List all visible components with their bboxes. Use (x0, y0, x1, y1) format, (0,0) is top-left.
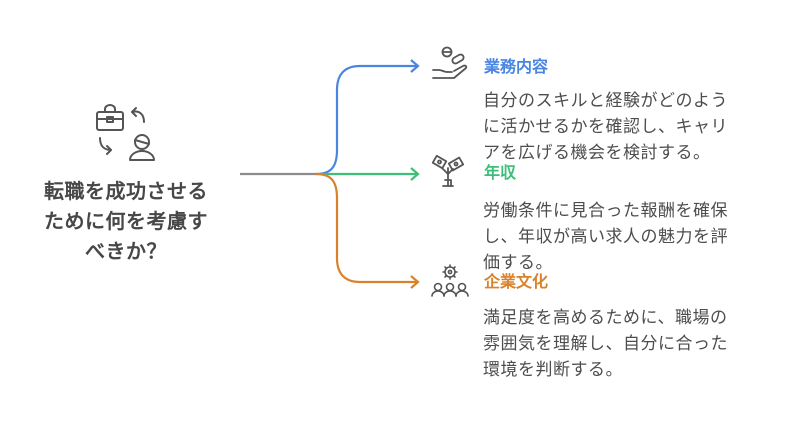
branch-desc-salary: 労働条件に見合った報酬を確保 し、年収が高い求人の魅力を評 価する。 (483, 198, 783, 276)
arrowhead-blue (410, 59, 420, 73)
desc-line: アを広げる機会を検討する。 (483, 143, 711, 163)
desc-line: 価する。 (483, 253, 553, 273)
arrowhead-green (410, 167, 420, 181)
branch-title-company-culture: 企業文化 (484, 272, 549, 291)
branch-title-salary: 年収 (484, 163, 517, 182)
branch-desc-company-culture: 満足度を高めるために、職場の 雰囲気を理解し、自分に合った 環境を判断する。 (483, 305, 783, 383)
money-plant-icon (431, 154, 465, 187)
branch-title-job-content: 業務内容 (484, 57, 549, 76)
desc-line: 環境を判断する。 (483, 360, 623, 380)
desc-line: 雰囲気を理解し、自分に合った (483, 334, 728, 354)
branch-desc-job-content: 自分のスキルと経験がどのよう に活かせるかを確認し、キャリ アを広げる機会を検討… (483, 88, 783, 166)
central-title-line: 転職を成功させる (44, 179, 208, 203)
central-title-line: べきか？ (85, 239, 167, 263)
desc-line: し、年収が高い求人の魅力を評 (483, 227, 728, 247)
connector-blue (315, 64, 418, 176)
desc-line: 労働条件に見合った報酬を確保 (483, 201, 728, 221)
team-gear-icon (431, 264, 469, 297)
connector-orange (315, 172, 418, 284)
desc-line: 満足度を高めるために、職場の (483, 308, 728, 328)
desc-line: 自分のスキルと経験がどのよう (483, 91, 728, 111)
arrowhead-orange (410, 275, 420, 289)
desc-line: に活かせるかを確認し、キャリ (483, 117, 728, 137)
central-question: 転職を成功させる ために何を考慮す べきか？ (20, 176, 232, 266)
briefcase-person-exchange-icon (96, 104, 155, 161)
hand-pills-icon (432, 46, 468, 79)
central-title-line: ために何を考慮す (44, 209, 208, 233)
